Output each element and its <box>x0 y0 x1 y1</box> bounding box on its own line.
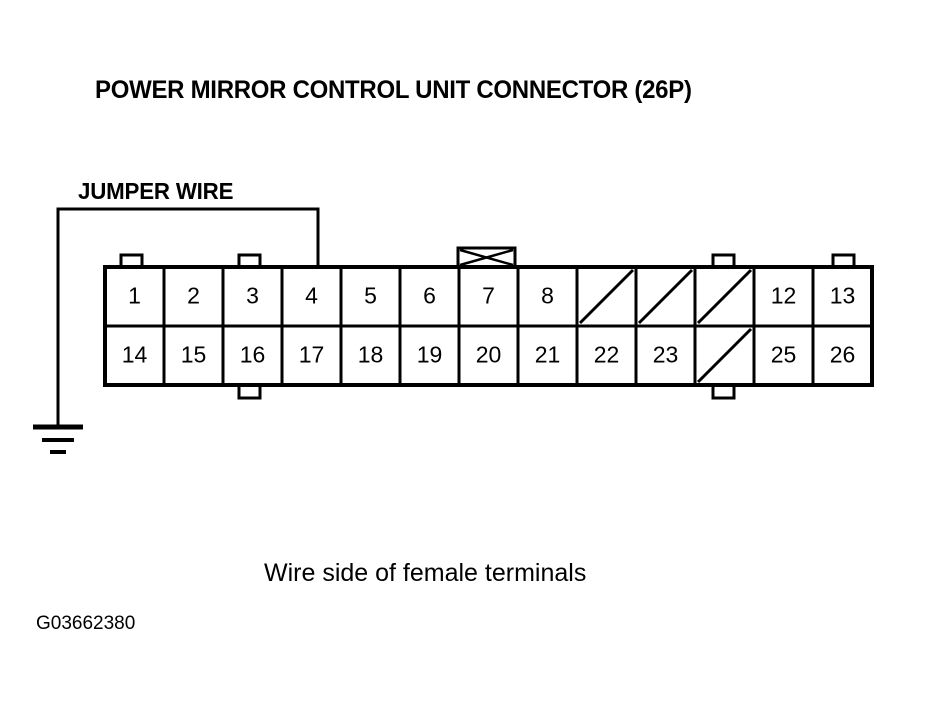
connector-tabs <box>119 246 856 400</box>
pin-number: 25 <box>771 342 797 368</box>
pin-number: 6 <box>423 283 436 309</box>
pin-number: 12 <box>771 283 797 309</box>
pin-number: 19 <box>417 342 443 368</box>
blocked-cell-slash <box>696 327 753 384</box>
jumper-wire-label: JUMPER WIRE <box>78 178 234 204</box>
pin-number: 15 <box>181 342 207 368</box>
diagram-caption: Wire side of female terminals <box>264 559 587 587</box>
blocked-cell-slash <box>696 268 753 325</box>
pin-number: 13 <box>830 283 856 309</box>
pin-number: 21 <box>535 342 561 368</box>
page-title: POWER MIRROR CONTROL UNIT CONNECTOR (26P… <box>95 76 692 104</box>
pin-number: 3 <box>246 283 259 309</box>
pin-number: 23 <box>653 342 679 368</box>
pin-number: 8 <box>541 283 554 309</box>
pin-number: 14 <box>122 342 148 368</box>
pin-number: 2 <box>187 283 200 309</box>
blocked-cell-slash <box>578 268 635 325</box>
blocked-cell-slash <box>637 268 694 325</box>
pin-number: 20 <box>476 342 502 368</box>
pin-number: 5 <box>364 283 377 309</box>
figure-id-code: G03662380 <box>36 613 136 634</box>
pin-number: 7 <box>482 283 495 309</box>
jumper-wire-path <box>56 207 320 425</box>
pin-number: 18 <box>358 342 384 368</box>
pin-number: 22 <box>594 342 620 368</box>
pin-number: 17 <box>299 342 325 368</box>
pin-number: 1 <box>128 283 141 309</box>
pin-number: 4 <box>305 283 318 309</box>
pin-number: 26 <box>830 342 856 368</box>
ground-symbol <box>33 424 83 454</box>
pin-number: 16 <box>240 342 266 368</box>
